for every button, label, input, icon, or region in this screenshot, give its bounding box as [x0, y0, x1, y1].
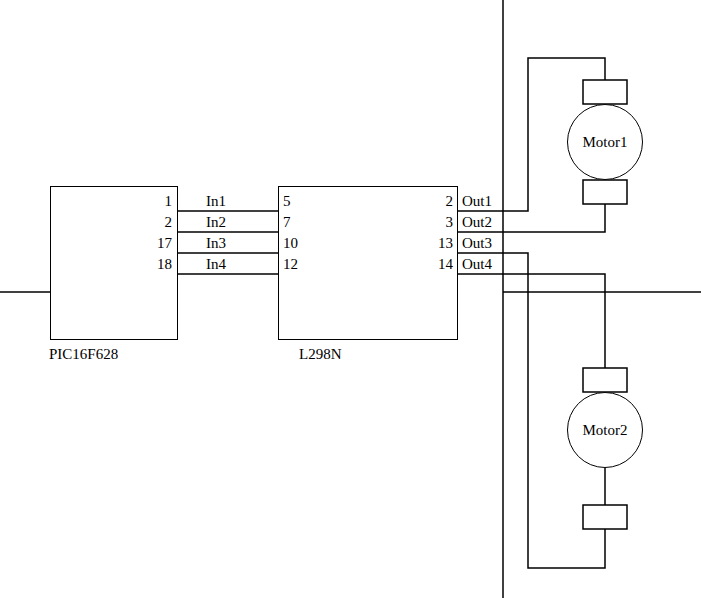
- signal-name: Out4: [462, 257, 492, 272]
- ground-line: [0, 291, 50, 293]
- pin-number: 17: [157, 236, 172, 251]
- signal-name: Out2: [462, 215, 492, 230]
- signal-name: In2: [206, 215, 226, 230]
- wire: [178, 211, 278, 212]
- motor-circle: Motor1: [567, 104, 643, 180]
- signal-name: In3: [206, 236, 226, 251]
- pin-number: 13: [438, 236, 453, 251]
- border-line: [503, 291, 701, 293]
- border-line: [502, 0, 504, 598]
- pin-number: 2: [165, 215, 173, 230]
- signal-name: Out1: [462, 194, 492, 209]
- pin-number: 2: [446, 194, 454, 209]
- pin-number: 3: [446, 215, 454, 230]
- motor-circle: Motor2: [567, 392, 643, 468]
- motor-name: Motor1: [583, 134, 628, 151]
- signal-name: Out3: [462, 236, 492, 251]
- driver-ic-box: L298N: [278, 186, 458, 340]
- motor-terminal: [583, 180, 627, 204]
- wire: [178, 253, 278, 254]
- wire: [178, 232, 278, 233]
- pin-number: 5: [283, 194, 291, 209]
- part-name: L298N: [299, 347, 342, 362]
- motor-terminal: [583, 368, 627, 392]
- pin-number: 12: [283, 257, 298, 272]
- motor-terminal: [583, 80, 627, 104]
- pin-number: 10: [283, 236, 298, 251]
- part-name: PIC16F628: [49, 347, 118, 362]
- pin-number: 1: [165, 194, 173, 209]
- signal-name: In1: [206, 194, 226, 209]
- pin-number: 18: [157, 257, 172, 272]
- pin-number: 14: [438, 257, 453, 272]
- wire: [178, 274, 278, 275]
- motor-terminal: [583, 505, 627, 529]
- pin-number: 7: [283, 215, 291, 230]
- motor-name: Motor2: [583, 422, 628, 439]
- signal-name: In4: [206, 257, 226, 272]
